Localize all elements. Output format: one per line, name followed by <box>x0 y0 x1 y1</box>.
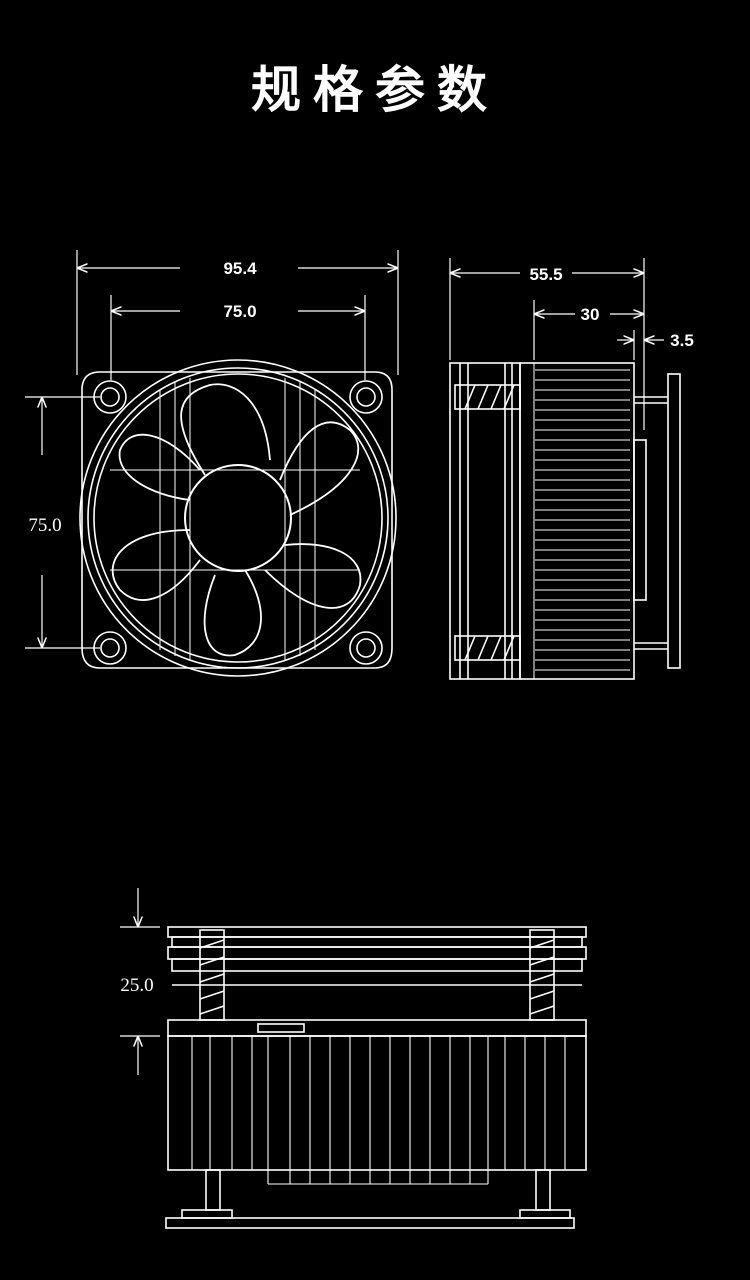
springs <box>454 384 521 661</box>
front-dimensions <box>25 250 399 649</box>
dim-front-width-inner: 75.0 <box>223 302 256 321</box>
bottom-springs <box>199 929 555 1021</box>
bottom-dimensions <box>120 888 160 1075</box>
page-title: 规格参数 <box>251 61 499 119</box>
side-view <box>449 362 681 680</box>
dim-side-depth-fin: 30 <box>581 305 600 324</box>
front-view <box>79 359 397 677</box>
dim-front-width-outer: 95.4 <box>223 259 257 278</box>
side-fins <box>533 363 630 679</box>
dim-side-depth-base: 3.5 <box>670 331 694 350</box>
dim-side-depth-total: 55.5 <box>529 265 562 284</box>
heatsink-fins-behind <box>110 378 360 660</box>
fan-blades <box>111 383 362 657</box>
bottom-view <box>165 926 587 1229</box>
dim-front-height: 75.0 <box>28 515 61 536</box>
dim-bottom-height: 25.0 <box>120 975 153 996</box>
bottom-fins <box>191 1036 566 1185</box>
side-dimensions <box>449 258 664 430</box>
